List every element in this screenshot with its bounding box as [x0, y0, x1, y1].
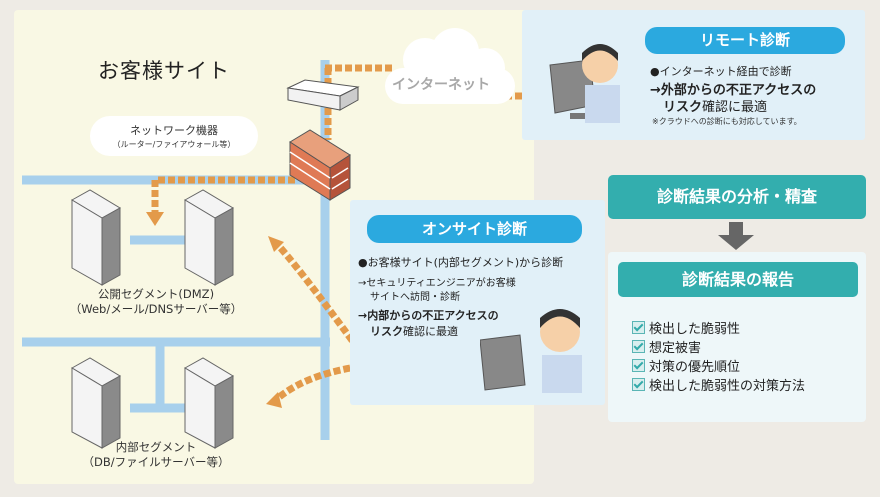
- remote-risk-bold: リスク: [663, 100, 703, 115]
- remote-diagnosis-title: リモート診断: [645, 27, 845, 54]
- checkbox-icon: [632, 359, 645, 372]
- report-item: 想定被害: [632, 337, 805, 356]
- report-item: 検出した脆弱性の対策方法: [632, 375, 805, 394]
- remote-engineer-icon: [549, 44, 620, 123]
- analysis-box: 診断結果の分析・精査: [608, 175, 866, 219]
- checkbox-icon: [632, 321, 645, 334]
- network-device-bubble: ネットワーク機器 （ルーター/ファイアウォール等）: [90, 116, 258, 156]
- report-item: 検出した脆弱性: [632, 318, 805, 337]
- report-title: 診断結果の報告: [618, 262, 858, 297]
- checkbox-icon: [632, 340, 645, 353]
- internal-segment-title: 内部セグメント: [115, 440, 197, 454]
- dmz-segment-title: 公開セグメント(DMZ): [97, 287, 215, 301]
- remote-bullet: ●インターネット経由で診断: [650, 65, 792, 78]
- onsite-risk-normal: 確認に最適: [403, 325, 458, 338]
- onsite-point-line2: リスク確認に最適: [370, 323, 458, 339]
- internal-segment-label: 内部セグメント （DB/ファイルサーバー等）: [50, 440, 262, 470]
- remote-note: ※クラウドへの診断にも対応しています。: [652, 117, 802, 126]
- dmz-segment: 公開セグメント(DMZ) （Web/メール/DNSサーバー等）: [50, 192, 262, 320]
- arrow-head-onsite-internal: [266, 392, 282, 408]
- onsite-arrow1-line1: →セキュリティエンジニアがお客様: [358, 278, 516, 289]
- arrow-head-onsite-dmz: [268, 236, 284, 252]
- network-device-label: ネットワーク機器: [130, 124, 218, 137]
- report-item-label: 想定被害: [649, 341, 702, 356]
- internal-segment-sub: （DB/ファイルサーバー等）: [82, 455, 230, 469]
- checkbox-icon: [632, 378, 645, 391]
- onsite-point-line1: →内部からの不正アクセスの: [358, 309, 499, 322]
- report-item-label: 検出した脆弱性: [649, 322, 741, 337]
- remote-point-line2: リスク確認に最適: [663, 96, 767, 115]
- server-internal-1: [71, 357, 121, 449]
- onsite-arrow1-line2: サイトへ訪問・診断: [370, 292, 460, 303]
- onsite-engineer-icon: [480, 309, 582, 393]
- server-dmz-2: [184, 189, 234, 286]
- router-icon: [286, 79, 360, 111]
- internet-cloud-icon: [385, 28, 515, 104]
- network-device-sublabel: （ルーター/ファイアウォール等）: [112, 140, 236, 149]
- firewall-icon: [289, 129, 351, 201]
- dmz-segment-sub: （Web/メール/DNSサーバー等）: [69, 302, 243, 316]
- remote-risk-normal: 確認に最適: [702, 100, 768, 115]
- server-icons: [71, 189, 234, 449]
- internal-segment: 内部セグメント （DB/ファイルサーバー等）: [50, 355, 262, 479]
- path-firewall-to-dmz: [151, 176, 295, 212]
- report-item: 対策の優先順位: [632, 356, 805, 375]
- down-arrow-icon: [718, 222, 754, 250]
- remote-point-line1: →外部からの不正アクセスの: [650, 83, 817, 98]
- customer-site-title: お客様サイト: [98, 59, 230, 83]
- onsite-diagnosis-title: オンサイト診断: [367, 215, 582, 243]
- internet-label: インターネット: [392, 77, 490, 93]
- report-item-label: 検出した脆弱性の対策方法: [649, 379, 806, 394]
- onsite-risk-bold: リスク: [370, 325, 403, 338]
- server-internal-2: [184, 357, 234, 449]
- report-item-label: 対策の優先順位: [649, 360, 741, 375]
- arrow-head-dmz: [146, 212, 164, 226]
- dmz-segment-label: 公開セグメント(DMZ) （Web/メール/DNSサーバー等）: [50, 287, 262, 317]
- report-checklist: 検出した脆弱性 想定被害 対策の優先順位 検出した脆弱性の対策方法: [632, 318, 805, 394]
- server-dmz-1: [71, 189, 121, 286]
- onsite-bullet: ●お客様サイト(内部セグメント)から診断: [358, 256, 564, 269]
